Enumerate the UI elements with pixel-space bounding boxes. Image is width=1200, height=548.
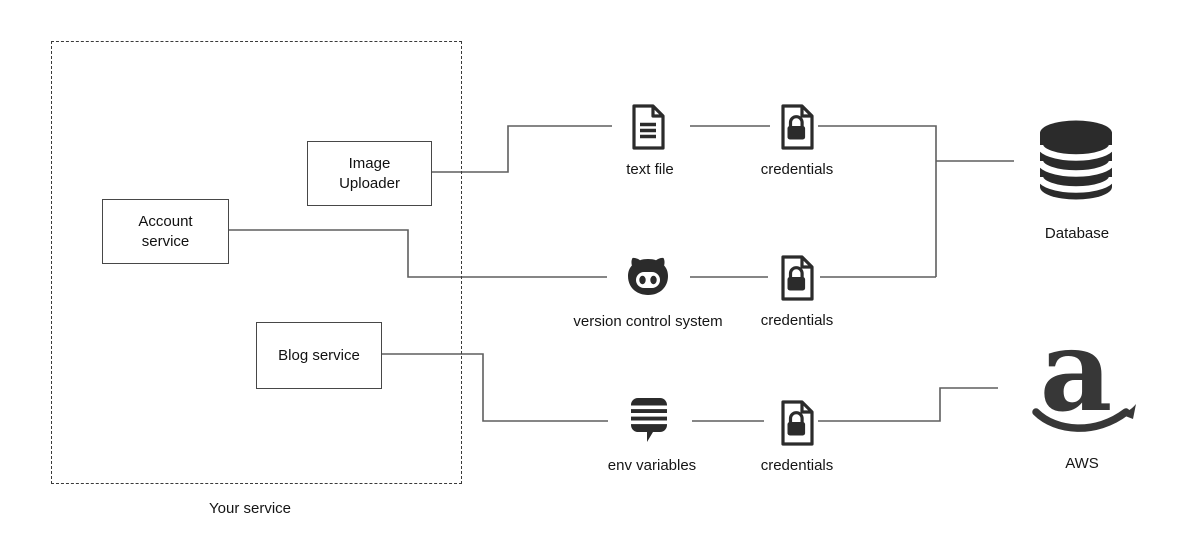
wire-credentials-row3-to-aws xyxy=(818,387,998,422)
credentials-label-row2: credentials xyxy=(760,312,834,329)
wire-credentials-row1-to-junction xyxy=(818,125,937,277)
image-uploader-label: Image Uploader xyxy=(339,154,400,192)
credentials-label-row3: credentials xyxy=(760,457,834,474)
credentials-label-row1: credentials xyxy=(760,161,834,178)
aws-smile-icon: a xyxy=(1032,330,1136,437)
database-label: Database xyxy=(1044,225,1110,242)
wire-image-uploader-to-text-file xyxy=(430,125,612,173)
locked-file-icon xyxy=(781,104,814,150)
account-service-label: Account service xyxy=(138,212,193,250)
env-variables-icon xyxy=(631,398,667,442)
blog-service-label: Blog service xyxy=(278,346,360,364)
your-service-boundary xyxy=(51,41,462,484)
service-node-blog-service: Blog service xyxy=(256,322,382,389)
service-node-account-service: Account service xyxy=(102,199,229,264)
database-icon xyxy=(1038,120,1114,200)
locked-file-icon xyxy=(781,255,814,301)
service-node-image-uploader: Image Uploader xyxy=(307,141,432,206)
text-file-icon xyxy=(632,104,665,150)
aws-label: AWS xyxy=(1065,455,1099,472)
github-icon xyxy=(628,257,668,295)
text-file-label: text file xyxy=(626,161,674,178)
env-variables-label: env variables xyxy=(607,457,697,474)
locked-file-icon xyxy=(781,400,814,446)
your-service-label: Your service xyxy=(209,500,291,517)
wire-blog-service-to-env xyxy=(380,353,608,422)
version-control-label: version control system xyxy=(573,313,723,330)
wire-account-service-to-vcs xyxy=(227,229,607,278)
